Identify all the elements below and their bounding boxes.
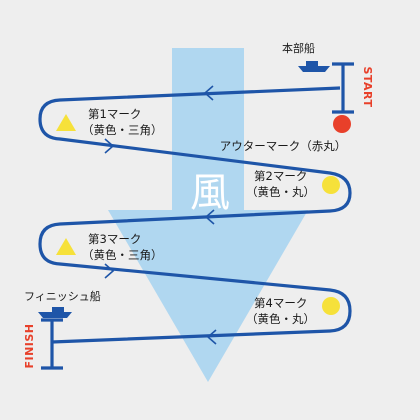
committee-boat: 本部船 [282,41,330,72]
outer-mark-buoy [333,115,351,133]
course-path [38,86,352,344]
start-line: START [332,62,374,114]
mark-4-buoy [322,297,340,315]
start-label: START [361,66,374,107]
finish-boat-label: フィニッシュ船 [24,289,101,303]
outer-mark: アウターマーク（赤丸） [220,115,351,153]
direction-chevron [104,263,115,279]
mark-1: 第1マーク （黄色・三角） [56,107,163,137]
direction-chevron [203,85,214,101]
mark-2-label-line1: 第2マーク [254,169,307,183]
outer-mark-label: アウターマーク（赤丸） [220,139,347,153]
direction-chevron [104,138,115,154]
mark-2-buoy [322,176,340,194]
mark-4-label-line1: 第4マーク [254,296,307,310]
finish-boat: フィニッシュ船 [24,289,101,318]
finish-boat-cabin [52,307,64,312]
mark-3-triangle [56,238,76,255]
mark-4-label-line2: （黄色・丸） [246,312,315,326]
finish-label: FINISH [23,323,36,368]
committee-boat-label: 本部船 [282,41,315,55]
mark-1-label-line2: （黄色・三角） [82,123,163,137]
mark-4: 第4マーク （黄色・丸） [246,296,340,326]
direction-chevron [204,209,215,225]
committee-boat-cabin [306,61,318,66]
finish-line: FINISH [23,318,63,370]
mark-1-label-line1: 第1マーク [88,107,141,121]
mark-2-label-line2: （黄色・丸） [246,185,315,199]
direction-chevron [206,329,217,345]
finish-boat-icon [38,312,72,318]
mark-3: 第3マーク （黄色・三角） [56,232,163,262]
wind-label: 風 [190,170,230,216]
committee-boat-icon [298,66,330,72]
mark-3-label-line1: 第3マーク [88,232,141,246]
mark-3-label-line2: （黄色・三角） [82,248,163,262]
mark-1-triangle [56,114,76,131]
mark-2: 第2マーク （黄色・丸） [246,169,340,199]
